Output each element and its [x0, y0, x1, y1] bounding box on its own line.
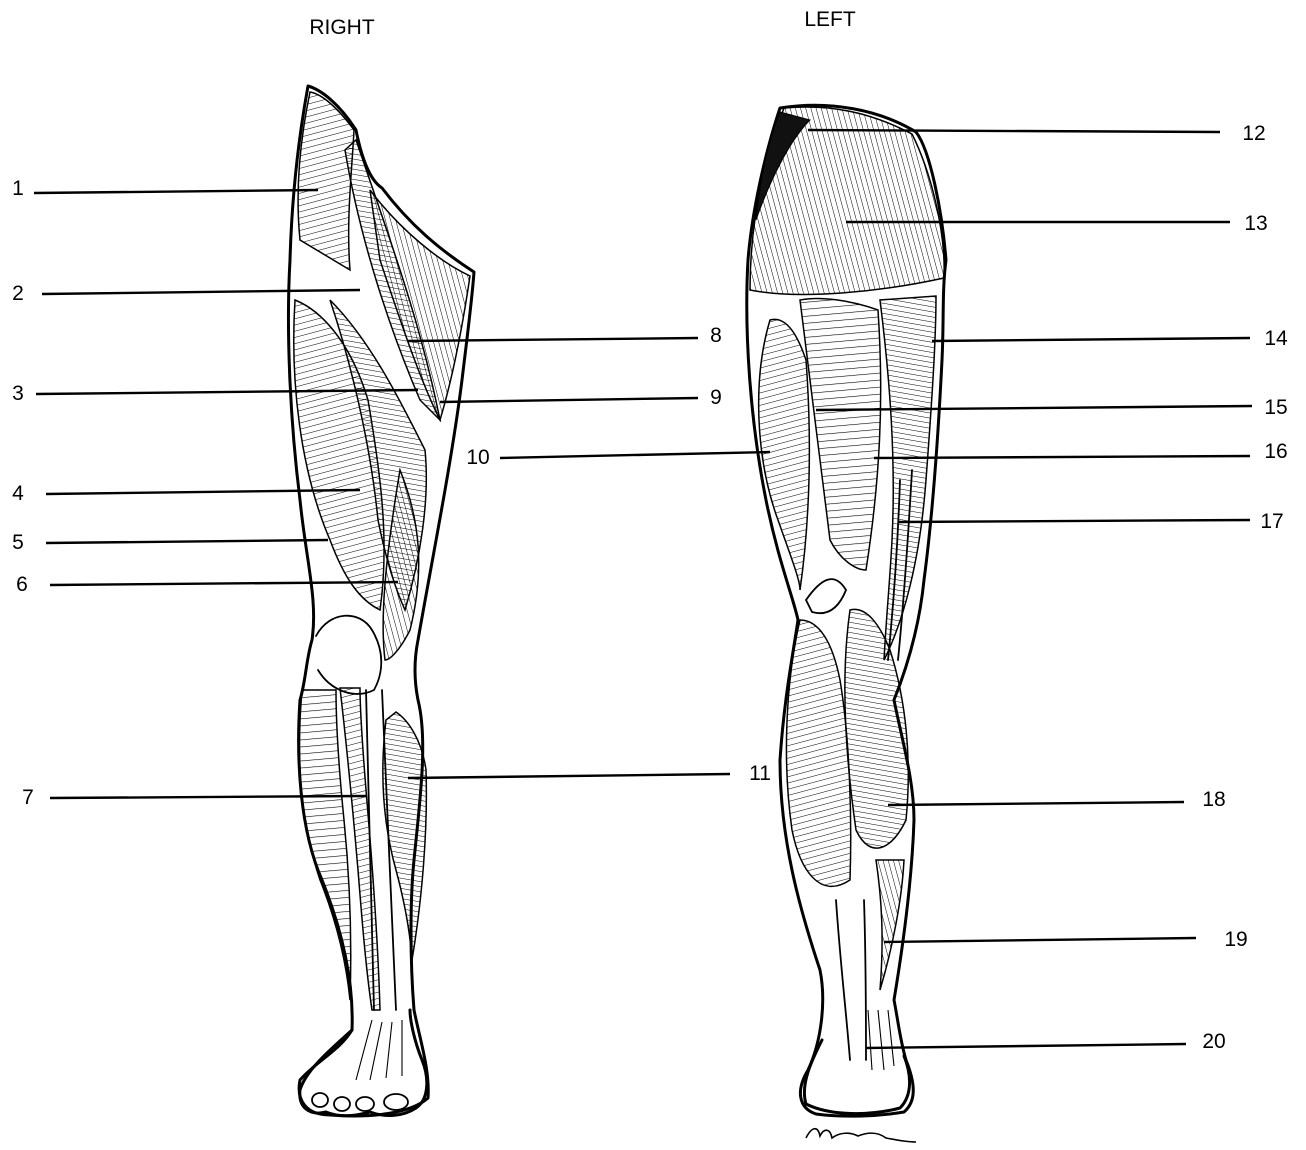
leader-lines: [34, 130, 1252, 1048]
label-15: 15: [1264, 396, 1287, 419]
leader-line-9: [440, 398, 698, 402]
label-11: 11: [749, 762, 771, 785]
peroneus-region: [299, 690, 350, 1000]
semimembranosus-region: [880, 296, 936, 660]
leader-line-2: [42, 290, 360, 294]
label-3: 3: [12, 382, 24, 405]
label-20: 20: [1202, 1030, 1225, 1053]
artist-signature: [806, 1129, 916, 1142]
leader-line-1: [34, 190, 318, 193]
leader-line-17: [898, 520, 1250, 522]
toe: [312, 1093, 328, 1107]
label-9: 9: [710, 386, 722, 409]
toe: [334, 1097, 350, 1111]
leader-line-20: [866, 1044, 1186, 1048]
label-10: 10: [466, 446, 489, 469]
left-leg-posterior-illustration: [747, 105, 946, 1142]
label-7: 7: [22, 786, 34, 809]
right-leg-anterior-illustration: [288, 86, 474, 1116]
toe: [384, 1094, 408, 1110]
leader-line-5: [46, 540, 328, 543]
label-8: 8: [710, 324, 722, 347]
label-2: 2: [12, 282, 24, 305]
label-16: 16: [1264, 440, 1287, 463]
leader-line-18: [888, 802, 1184, 805]
label-13: 13: [1244, 212, 1267, 235]
label-4: 4: [12, 482, 24, 505]
label-1: 1: [12, 177, 24, 200]
calcaneal-tendon: [836, 900, 866, 1060]
biceps-femoris-region: [759, 319, 810, 590]
label-17: 17: [1260, 510, 1283, 533]
label-6: 6: [16, 573, 28, 596]
tensor-fasciae-latae-region: [298, 92, 354, 270]
number-labels: 1 2 3 4 5 6 7 8 9 10 11 12 13 14 15 16 1…: [12, 122, 1288, 1053]
leader-line-6: [50, 582, 398, 585]
left-leg-title: LEFT: [804, 8, 856, 31]
toe: [356, 1097, 374, 1111]
semitendinosus-region: [800, 298, 881, 570]
leader-line-14: [932, 338, 1250, 341]
leader-line-15: [816, 406, 1252, 410]
right-leg-title: RIGHT: [309, 16, 375, 39]
label-19: 19: [1224, 928, 1247, 951]
label-14: 14: [1264, 327, 1288, 350]
leader-line-19: [884, 938, 1196, 942]
heel-tendons: [868, 1010, 894, 1070]
patella-outline: [316, 616, 381, 694]
leader-line-11: [408, 774, 730, 778]
leader-line-10: [500, 452, 770, 458]
label-18: 18: [1202, 788, 1225, 811]
extensor-tendons: [356, 1020, 402, 1080]
label-12: 12: [1242, 122, 1265, 145]
label-5: 5: [12, 531, 24, 554]
gastrocnemius-lateral-region: [786, 620, 850, 886]
popliteal-fossa: [806, 579, 846, 613]
left-heel-outline: [804, 1040, 909, 1114]
gastrocnemius-medial-region: [383, 712, 427, 960]
leader-line-16: [874, 456, 1250, 458]
